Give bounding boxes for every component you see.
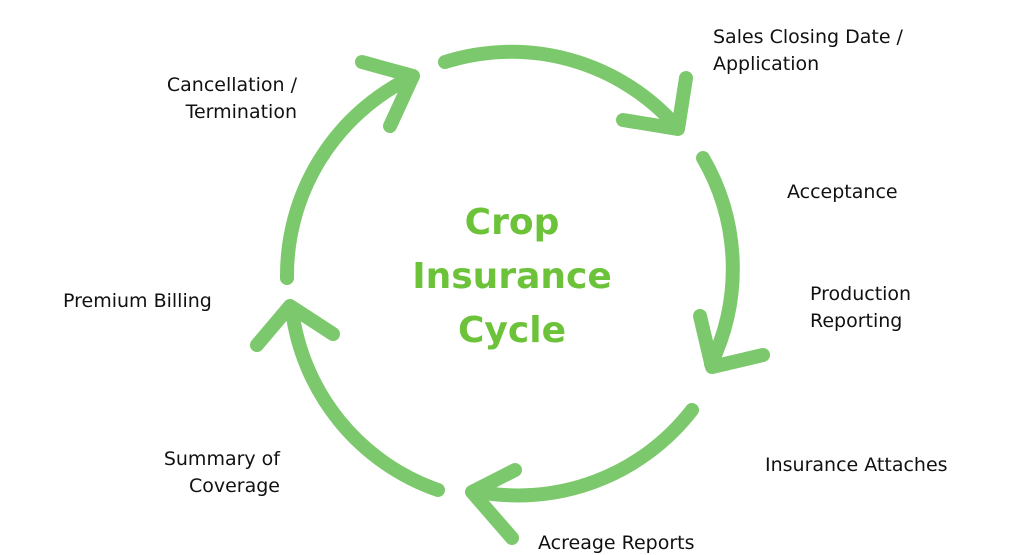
- arrow-bottom: [465, 403, 699, 545]
- stage-label-line: Sales Closing Date /: [713, 26, 903, 48]
- stage-label-line: Reporting: [810, 310, 903, 332]
- title-line: Cycle: [458, 310, 566, 351]
- stage-acceptance: Acceptance: [787, 181, 898, 203]
- stage-label-line: Coverage: [188, 475, 280, 497]
- stage-label-line: Production: [810, 283, 912, 305]
- stage-label-line: Application: [713, 53, 820, 75]
- arrow-left-top: [279, 55, 420, 285]
- arc-segment: [285, 303, 445, 497]
- stage-cancellation: Cancellation / Termination: [167, 72, 297, 126]
- title-line: Insurance: [412, 256, 612, 297]
- stage-production-reporting: Production Reporting: [810, 281, 911, 335]
- stage-label-line: Termination: [185, 101, 297, 123]
- arrow-right: [693, 151, 770, 374]
- arrow-top-right: [438, 44, 693, 136]
- stage-sales-closing: Sales Closing Date / Application: [713, 24, 903, 78]
- arrow-bottom-left: [250, 299, 445, 497]
- arrowhead: [465, 463, 522, 545]
- stage-label-line: Summary of: [163, 448, 280, 470]
- arrowhead: [616, 71, 693, 136]
- diagram-title: Crop Insurance Cycle: [380, 196, 644, 358]
- arc-segment: [467, 403, 699, 503]
- arrowhead: [693, 309, 770, 374]
- arc-segment: [279, 71, 417, 285]
- stage-label-line: Cancellation /: [166, 74, 297, 96]
- arc-segment: [696, 151, 740, 371]
- stage-insurance-attaches: Insurance Attaches: [765, 454, 948, 476]
- stage-acreage-reports: Acreage Reports: [538, 532, 695, 554]
- title-line: Crop: [464, 202, 560, 243]
- arc-segment: [438, 44, 683, 133]
- stage-premium-billing: Premium Billing: [63, 290, 212, 312]
- stage-summary-of-coverage: Summary of Coverage: [164, 446, 280, 500]
- arrowhead: [250, 299, 340, 352]
- arrowhead: [355, 55, 420, 133]
